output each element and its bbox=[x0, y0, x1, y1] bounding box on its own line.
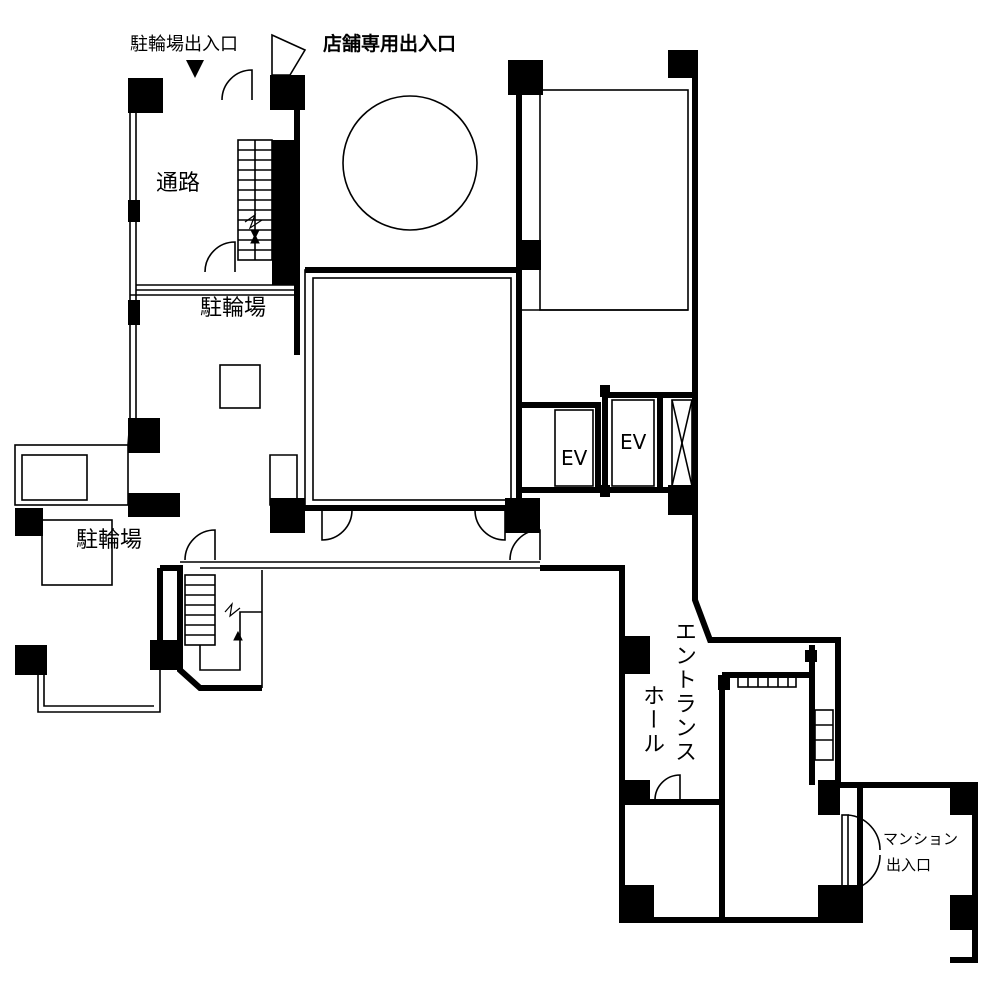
stair-break-icon bbox=[224, 213, 263, 618]
bicycle-parking-label: 駐輪場 bbox=[76, 528, 143, 553]
down-triangle-icon bbox=[186, 60, 204, 78]
bicycle-entrance-label: 駐輪場出入口 bbox=[130, 34, 238, 55]
elevator-label: EV bbox=[620, 430, 647, 454]
stair-arrow-icon bbox=[233, 229, 260, 641]
store-entrance-label: 店舗専用出入口 bbox=[323, 33, 457, 55]
thin-walls bbox=[14, 33, 881, 891]
columns bbox=[15, 50, 975, 930]
mansion-entrance-label: マンション bbox=[883, 830, 959, 848]
entrance-hall-label: エントランス bbox=[671, 620, 696, 764]
passage-label: 通路 bbox=[156, 171, 201, 196]
elevator-label: EV bbox=[561, 446, 588, 470]
entrance-hall-label: ホール bbox=[639, 684, 664, 756]
bicycle-parking-label: 駐輪場 bbox=[200, 296, 267, 321]
mansion-entrance-label: 出入口 bbox=[886, 856, 932, 874]
